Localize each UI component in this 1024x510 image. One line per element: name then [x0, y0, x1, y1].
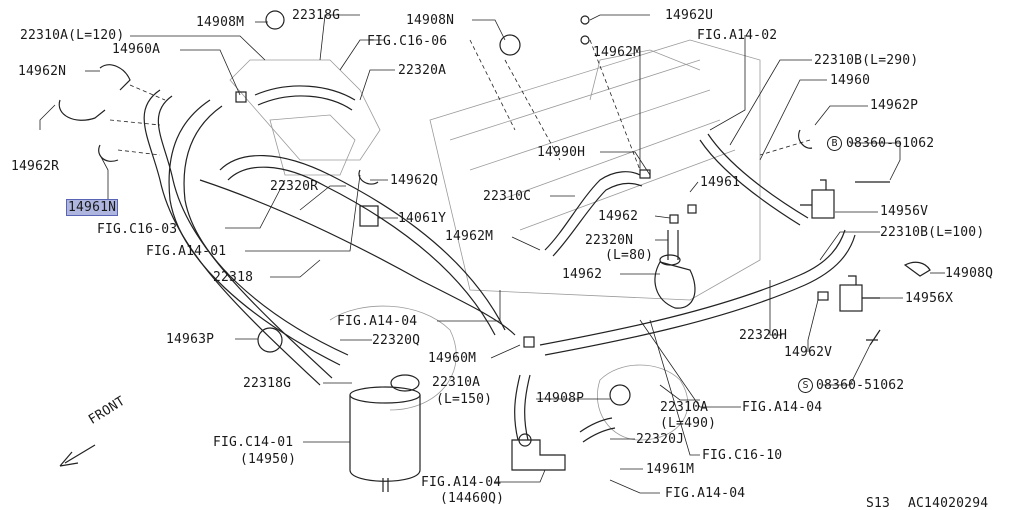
- bolt-marker-b: B: [827, 136, 842, 151]
- callout-14962Q: 14962Q: [390, 173, 439, 188]
- callout-14962R: 14962R: [11, 159, 60, 174]
- callout-08360-51062: 08360-51062: [816, 378, 905, 393]
- hose-22320H: [539, 229, 856, 356]
- callout-22318G-top: 22318G: [292, 8, 341, 23]
- page-id: S13: [866, 496, 891, 510]
- bolts: [855, 181, 890, 346]
- engine-block-outline: [229, 39, 761, 441]
- callout-08360-61062: 08360-61062: [846, 136, 935, 151]
- callout-14962P: 14962P: [870, 98, 919, 113]
- hose-22320R: [219, 155, 506, 336]
- callout-14962M-top: 14962M: [593, 45, 642, 60]
- callout-14990H: 14990H: [537, 145, 586, 160]
- callout-FIG-C14-01: FIG.C14-01: [213, 435, 294, 450]
- hose-22310C: [544, 171, 643, 257]
- hose-22320A: [254, 85, 356, 111]
- bolt-marker-s: S: [798, 378, 813, 393]
- fittings: [235, 91, 829, 348]
- callout-14956V: 14956V: [880, 204, 929, 219]
- clamps: [58, 10, 931, 406]
- callout-14908M: 14908M: [196, 15, 245, 30]
- callout-22310A-L120: 22310A(L=120): [20, 28, 125, 43]
- callout-14908Q: 14908Q: [945, 266, 994, 281]
- callout-FIG-A14-04-center: FIG.A14-04: [337, 314, 418, 329]
- callout-14962V: 14962V: [784, 345, 833, 360]
- valve-14956V: [800, 179, 835, 219]
- callout-FIG-A14-02: FIG.A14-02: [697, 28, 778, 43]
- callout-22320Q: 22320Q: [372, 333, 421, 348]
- callout-14061Y: 14061Y: [398, 211, 447, 226]
- callout-14961: 14961: [700, 175, 741, 190]
- callout-22320J: 22320J: [636, 432, 685, 447]
- callout-14962M-mid: 14962M: [445, 229, 494, 244]
- callout-22318G-bottom: 22318G: [243, 376, 292, 391]
- valve-14956X: [839, 275, 880, 312]
- callout-14956X: 14956X: [905, 291, 954, 306]
- callout-L80: (L=80): [605, 248, 654, 263]
- front-arrow: [59, 444, 96, 467]
- callout-14908P: 14908P: [536, 391, 585, 406]
- hose-22318: [199, 179, 516, 336]
- bracket-14460Q: [511, 433, 566, 471]
- callout-22310A-L490: 22310A: [660, 400, 709, 415]
- callout-22310A-L150: 22310A: [432, 375, 481, 390]
- callout-FIG-C16-03: FIG.C16-03: [97, 222, 178, 237]
- callout-L490: (L=490): [660, 416, 717, 431]
- callout-14960: 14960: [830, 73, 871, 88]
- chamber-14962: [654, 254, 696, 309]
- callout-22310B-L290: 22310B(L=290): [814, 53, 919, 68]
- callout-14962-mid: 14962: [598, 209, 639, 224]
- leader-lines: [39, 14, 945, 494]
- callout-22320H: 22320H: [739, 328, 788, 343]
- callout-14950: (14950): [240, 452, 297, 467]
- callout-14960A: 14960A: [112, 42, 161, 57]
- callout-14460Q: (14460Q): [440, 491, 505, 506]
- diagram-code: AC14020294: [908, 496, 989, 510]
- callout-22310B-L100: 22310B(L=100): [880, 225, 985, 240]
- callout-FIG-A14-04-lower-right: FIG.A14-04: [665, 486, 746, 501]
- callout-14960M: 14960M: [428, 351, 477, 366]
- callout-14962-low: 14962: [562, 267, 603, 282]
- hose-22320J: [579, 417, 616, 443]
- callout-FIG-C16-06: FIG.C16-06: [367, 34, 448, 49]
- callout-14962U: 14962U: [665, 8, 714, 23]
- callout-FIG-A14-04-right: FIG.A14-04: [742, 400, 823, 415]
- callout-22320R: 22320R: [270, 179, 319, 194]
- callout-14963P: 14963P: [166, 332, 215, 347]
- callout-22318: 22318: [213, 270, 254, 285]
- hose-22310B-290: [699, 133, 809, 226]
- callout-FIG-C16-10: FIG.C16-10: [702, 448, 783, 463]
- callout-22320N: 22320N: [585, 233, 634, 248]
- reservoir-tank: [349, 374, 421, 492]
- callout-FIG-A14-04-bottom: FIG.A14-04: [421, 475, 502, 490]
- callout-14961N-highlighted[interactable]: 14961N: [65, 199, 119, 216]
- callout-L150: (L=150): [436, 392, 493, 407]
- callout-14908N: 14908N: [406, 13, 455, 28]
- callout-FIG-A14-01: FIG.A14-01: [146, 244, 227, 259]
- callout-14961M: 14961M: [646, 462, 695, 477]
- callout-22320A: 22320A: [398, 63, 447, 78]
- callout-22310C: 22310C: [483, 189, 532, 204]
- callout-14962N: 14962N: [18, 64, 67, 79]
- hose-22310A-150: [514, 374, 531, 441]
